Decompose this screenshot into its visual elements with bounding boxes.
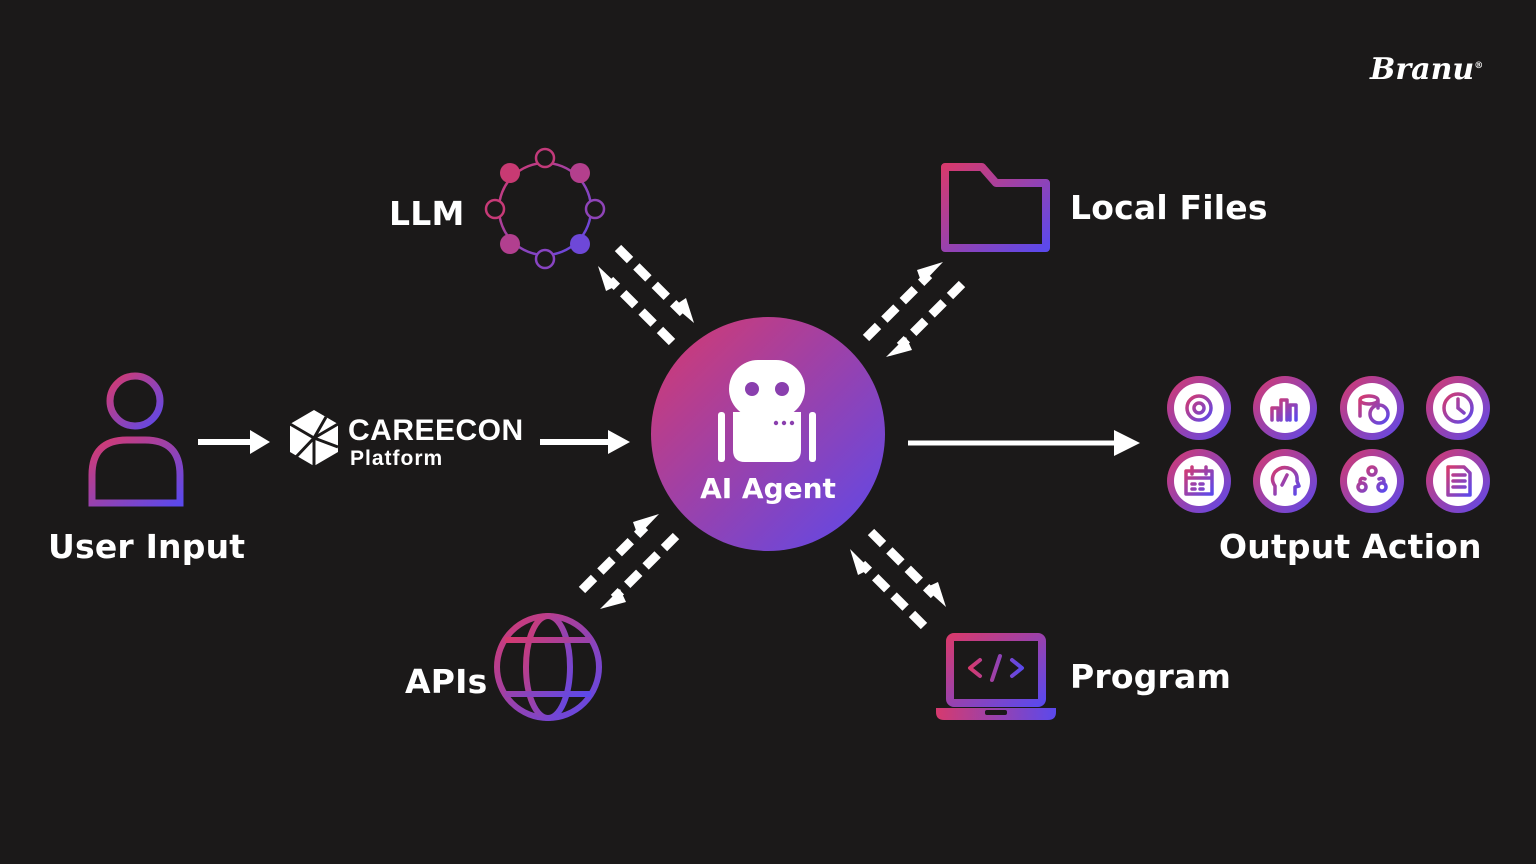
apis-label: APIs xyxy=(405,662,488,701)
platform-name: CAREECON xyxy=(348,414,524,447)
head-idea-icon xyxy=(1253,449,1317,513)
arrow-agent-to-output xyxy=(908,430,1140,456)
folder-icon xyxy=(941,163,1050,252)
brand-logo: Branu® xyxy=(1370,52,1484,87)
laptop-code-icon xyxy=(936,633,1056,720)
arrow-agent-program xyxy=(850,528,946,630)
document-icon xyxy=(1426,449,1490,513)
user-input-label: User Input xyxy=(48,527,246,566)
arrow-user-to-platform xyxy=(198,430,270,454)
team-cycle-icon xyxy=(1340,449,1404,513)
local-files-label: Local Files xyxy=(1070,188,1268,227)
arrow-platform-to-agent xyxy=(540,430,630,454)
gear-icon xyxy=(1167,376,1231,440)
ai-agent-node xyxy=(651,317,885,551)
output-icons xyxy=(1167,376,1490,513)
bar-chart-search-icon xyxy=(1253,376,1317,440)
output-action-label: Output Action xyxy=(1219,527,1482,566)
llm-label: LLM xyxy=(389,194,465,233)
arrow-agent-apis xyxy=(578,514,680,609)
arrow-agent-llm xyxy=(598,244,694,346)
arrow-agent-files xyxy=(862,262,966,357)
person-icon xyxy=(88,372,184,507)
careecon-logo-icon xyxy=(289,410,339,466)
globe-icon xyxy=(494,613,602,721)
network-ring-icon xyxy=(484,147,606,270)
platform-subtitle: Platform xyxy=(350,447,444,470)
robot-icon xyxy=(718,360,816,462)
ai-agent-label: AI Agent xyxy=(700,472,836,505)
timer-icon xyxy=(1426,376,1490,440)
program-label: Program xyxy=(1070,657,1232,696)
coins-yen-icon xyxy=(1340,376,1404,440)
calendar-icon xyxy=(1167,449,1231,513)
